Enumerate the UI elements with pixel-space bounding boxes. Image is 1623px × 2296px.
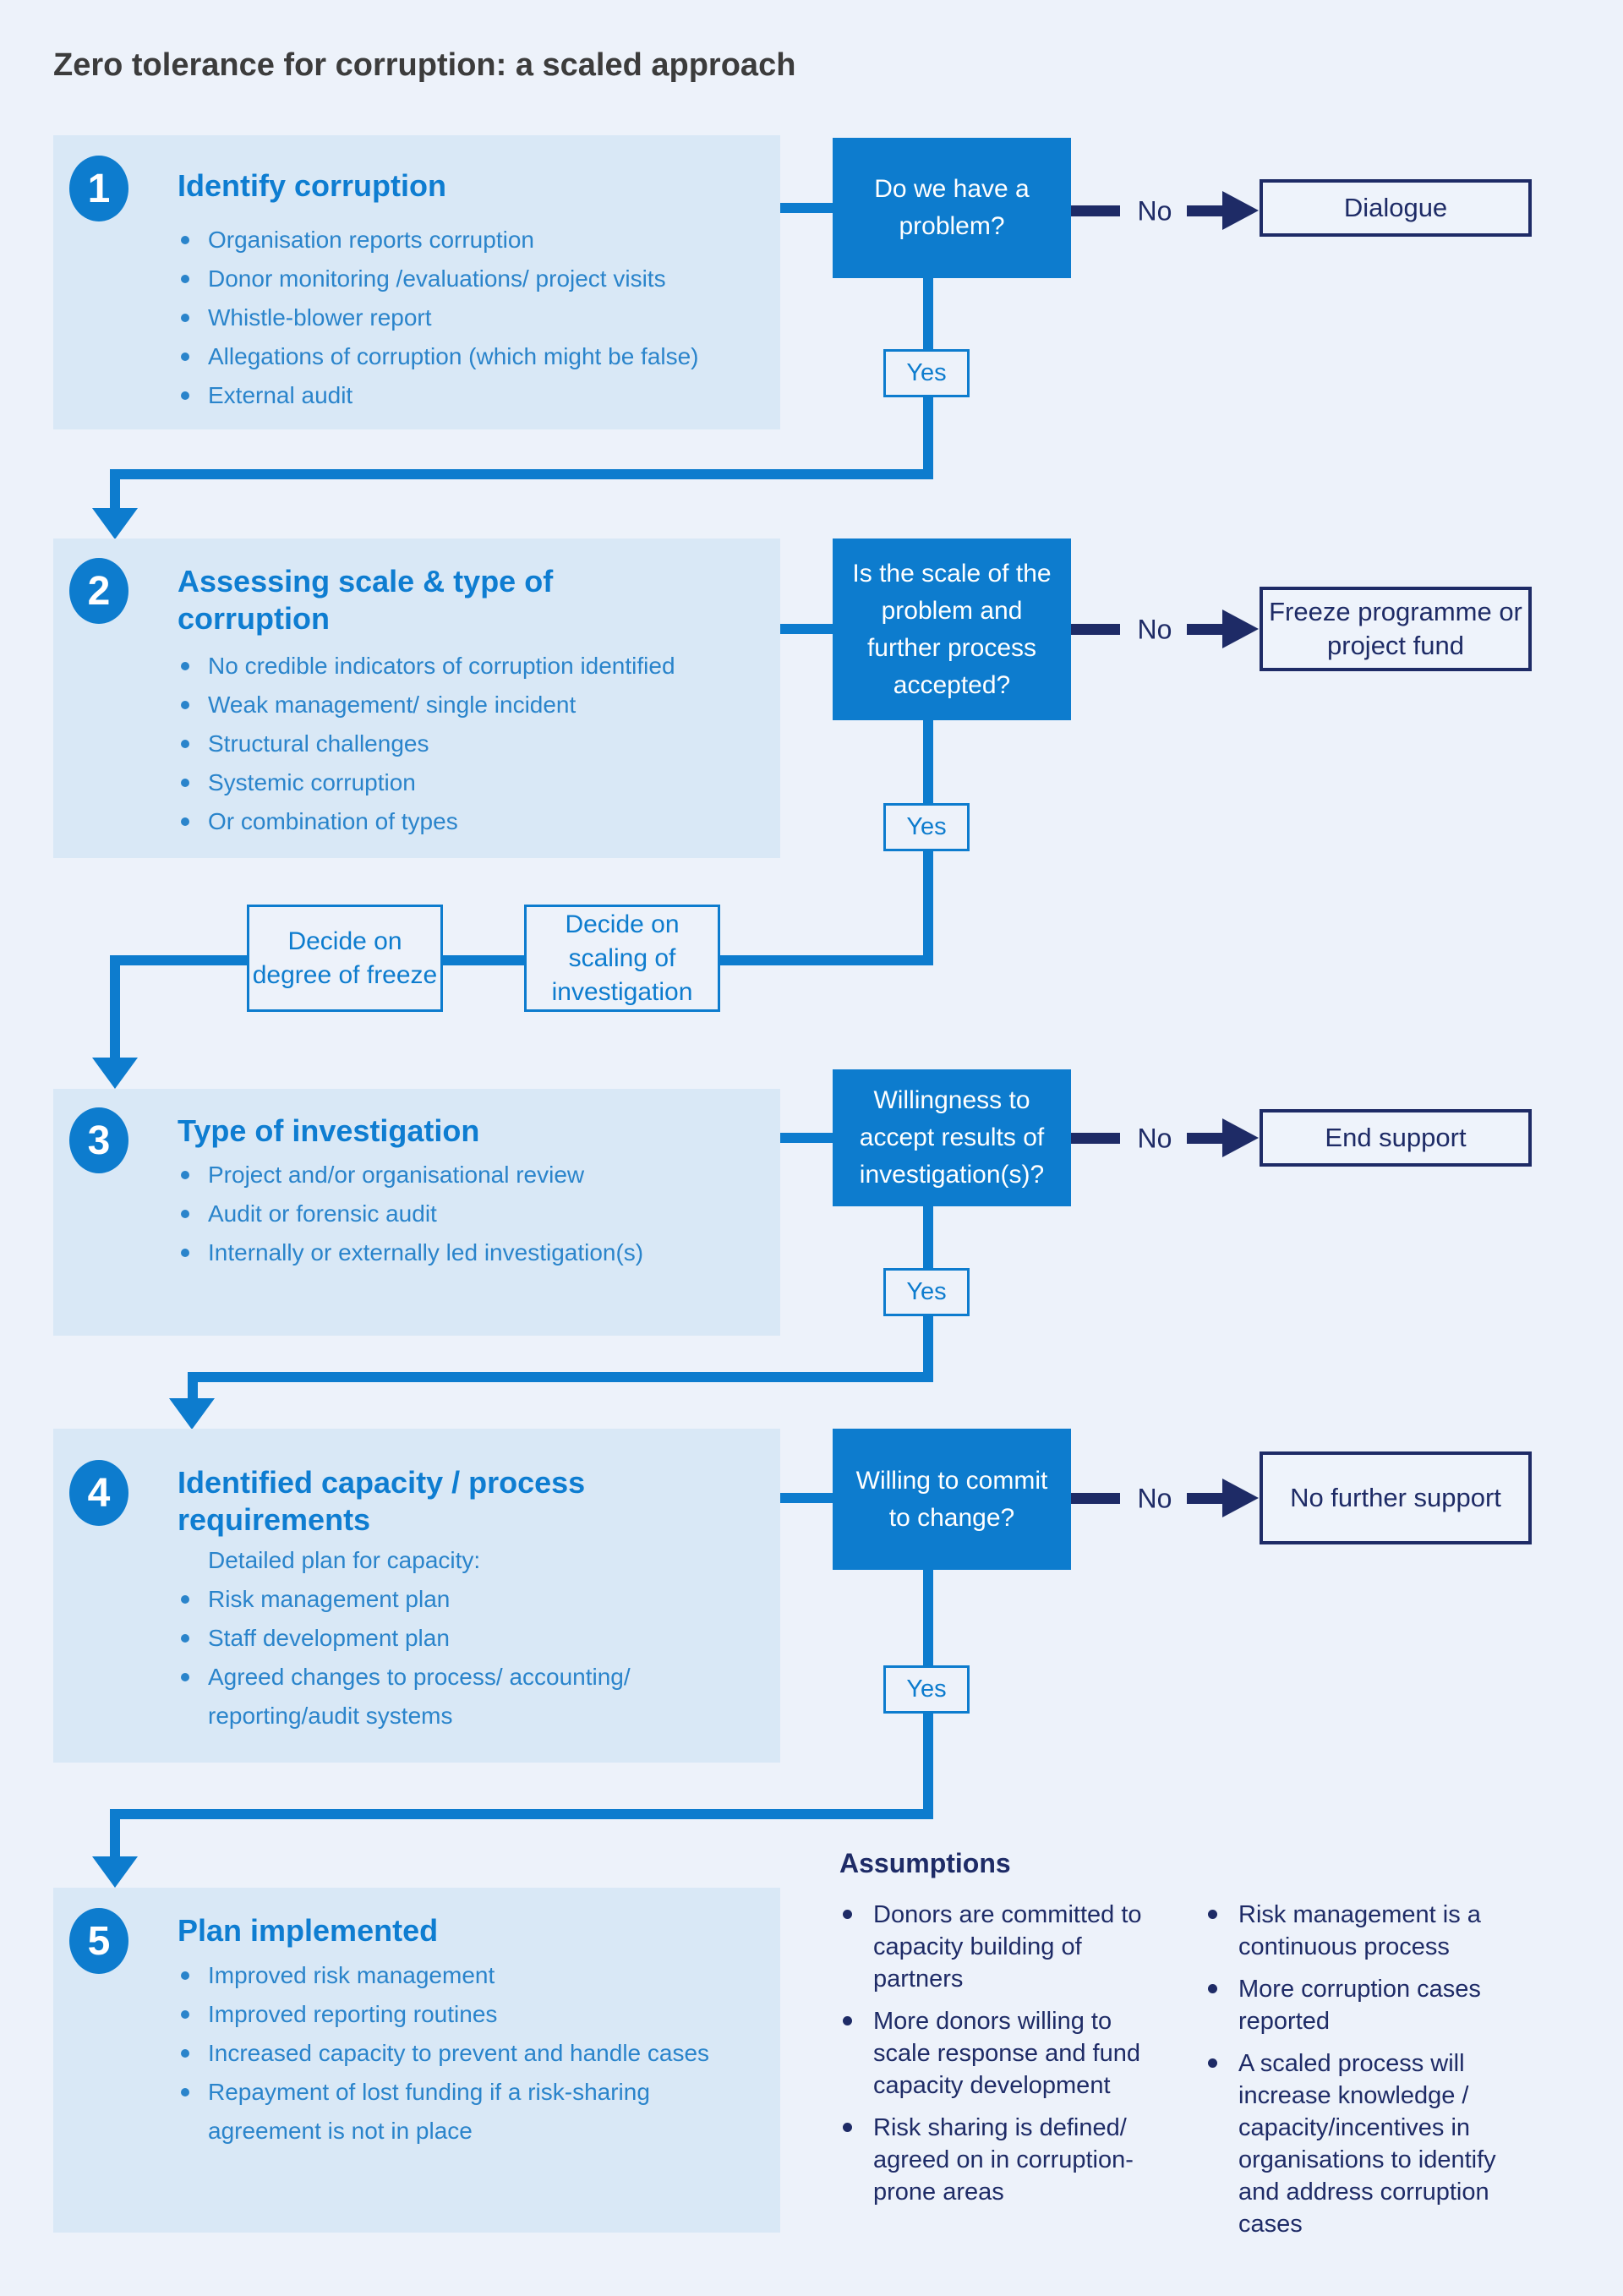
bullet-item: Organisation reports corruption bbox=[179, 221, 764, 260]
step-1-badge: 1 bbox=[69, 156, 128, 221]
bullet-item: Donor monitoring /evaluations/ project v… bbox=[179, 260, 764, 298]
no-arrow-stem-3 bbox=[1187, 1133, 1222, 1144]
result-4-box: No further support bbox=[1260, 1451, 1532, 1544]
bullet-item: Allegations of corruption (which might b… bbox=[179, 337, 764, 376]
arrow-down-icon bbox=[92, 1856, 138, 1888]
step-3-title: Type of investigation bbox=[178, 1113, 480, 1148]
yes-line-4-horizontal bbox=[110, 1809, 933, 1819]
yes-box-4: Yes bbox=[883, 1665, 970, 1714]
bullet-item: Structural challenges bbox=[179, 724, 764, 763]
bullet-item: No credible indicators of corruption ide… bbox=[179, 647, 764, 686]
assumptions-title: Assumptions bbox=[839, 1848, 1011, 1878]
bullet-item: Agreed changes to process/ accounting/ r… bbox=[179, 1658, 754, 1736]
arrow-down-icon bbox=[92, 1058, 138, 1089]
bullet-item: Increased capacity to prevent and handle… bbox=[179, 2034, 729, 2073]
arrow-down-icon bbox=[169, 1398, 215, 1430]
step-5-badge: 5 bbox=[69, 1908, 128, 1974]
yes-line-4-drop bbox=[110, 1809, 120, 1860]
assumption-item: More donors willing to scale response an… bbox=[839, 2005, 1171, 2102]
bullet-item: Whistle-blower report bbox=[179, 298, 764, 337]
step-3-panel bbox=[53, 1089, 780, 1336]
yes-line-3-horizontal bbox=[188, 1372, 933, 1382]
no-arrow-stem-2 bbox=[1187, 624, 1222, 635]
no-arrow-stem-4 bbox=[1187, 1493, 1222, 1504]
connector-step2-to-decision2 bbox=[780, 624, 833, 634]
bullet-item: Risk management plan bbox=[179, 1580, 754, 1619]
decision-4-box: Willing to commit to change? bbox=[833, 1429, 1071, 1570]
decide-scaling-of-investigation-box: Decide on scaling of investigation bbox=[524, 905, 720, 1012]
bullet-item: Internally or externally led investigati… bbox=[179, 1233, 764, 1272]
arrow-right-icon bbox=[1222, 1479, 1259, 1517]
yes-box-2: Yes bbox=[883, 803, 970, 851]
yes-line-2-drop bbox=[110, 955, 120, 1061]
bullet-item: Repayment of lost funding if a risk-shar… bbox=[179, 2073, 729, 2151]
bullet-item: Staff development plan bbox=[179, 1619, 754, 1658]
connector-step1-to-decision1 bbox=[780, 203, 833, 213]
no-label-4: No bbox=[1137, 1483, 1172, 1514]
decision-2-box: Is the scale of the problem and further … bbox=[833, 538, 1071, 720]
step-2-title: Assessing scale & type of corruption bbox=[178, 564, 554, 636]
result-2-box: Freeze programme or project fund bbox=[1260, 587, 1532, 671]
bullet-item: Improved reporting routines bbox=[179, 1995, 729, 2034]
no-line-3 bbox=[1071, 1133, 1120, 1144]
yes-line-1-horizontal bbox=[110, 469, 933, 479]
step-2-badge: 2 bbox=[69, 558, 128, 624]
step-2-panel bbox=[53, 538, 780, 858]
yes-box-3: Yes bbox=[883, 1268, 970, 1316]
bullet-item: External audit bbox=[179, 376, 764, 415]
no-label-1: No bbox=[1137, 195, 1172, 227]
assumptions-column-1: Donors are committed to capacity buildin… bbox=[839, 1899, 1171, 2218]
no-label-3: No bbox=[1137, 1123, 1172, 1154]
bullet-item: Project and/or organisational review bbox=[179, 1156, 764, 1194]
step-2-bullet-list: No credible indicators of corruption ide… bbox=[179, 647, 764, 841]
step-4-title: Identified capacity / process requiremen… bbox=[178, 1465, 586, 1537]
assumption-item: Risk sharing is defined/ agreed on in co… bbox=[839, 2112, 1171, 2208]
bullet-item: Audit or forensic audit bbox=[179, 1194, 764, 1233]
step-4-badge: 4 bbox=[69, 1460, 128, 1526]
step-3-badge: 3 bbox=[69, 1107, 128, 1173]
step-1-bullet-list: Organisation reports corruption Donor mo… bbox=[179, 221, 764, 415]
bullet-item: Or combination of types bbox=[179, 802, 764, 841]
arrow-right-icon bbox=[1222, 1118, 1259, 1157]
step-5-panel bbox=[53, 1888, 780, 2233]
no-arrow-stem-1 bbox=[1187, 205, 1222, 216]
step-3-bullet-list: Project and/or organisational review Aud… bbox=[179, 1156, 764, 1272]
connector-step3-to-decision3 bbox=[780, 1133, 833, 1143]
assumption-item: A scaled process will increase knowledge… bbox=[1205, 2047, 1534, 2240]
no-line-1 bbox=[1071, 205, 1120, 216]
connector-step4-to-decision4 bbox=[780, 1493, 833, 1503]
step-5-title: Plan implemented bbox=[178, 1913, 439, 1948]
yes-line-1-drop bbox=[110, 469, 120, 511]
assumption-item: Donors are committed to capacity buildin… bbox=[839, 1899, 1171, 1995]
bullet-item: Improved risk management bbox=[179, 1956, 729, 1995]
arrow-down-icon bbox=[92, 508, 138, 539]
yes-line-3-drop bbox=[188, 1372, 198, 1402]
step-4-panel bbox=[53, 1429, 780, 1763]
arrow-right-icon bbox=[1222, 610, 1259, 648]
decision-3-box: Willingness to accept results of investi… bbox=[833, 1069, 1071, 1206]
result-1-box: Dialogue bbox=[1260, 179, 1532, 237]
step-5-bullet-list: Improved risk management Improved report… bbox=[179, 1956, 729, 2151]
step-4-bullet-list: Risk management plan Staff development p… bbox=[179, 1580, 754, 1736]
assumption-item: Risk management is a continuous process bbox=[1205, 1899, 1534, 1963]
bullet-item: Weak management/ single incident bbox=[179, 686, 764, 724]
no-line-2 bbox=[1071, 624, 1120, 635]
no-line-4 bbox=[1071, 1493, 1120, 1504]
assumptions-column-2: Risk management is a continuous process … bbox=[1205, 1899, 1534, 2250]
page-title: Zero tolerance for corruption: a scaled … bbox=[53, 47, 796, 83]
result-3-box: End support bbox=[1260, 1109, 1532, 1167]
decide-degree-of-freeze-box: Decide on degree of freeze bbox=[247, 905, 443, 1012]
step-1-panel bbox=[53, 135, 780, 429]
arrow-right-icon bbox=[1222, 191, 1259, 230]
yes-line-2-horizontal bbox=[110, 955, 933, 965]
assumption-item: More corruption cases reported bbox=[1205, 1973, 1534, 2037]
step-1-title: Identify corruption bbox=[178, 168, 446, 203]
bullet-item: Systemic corruption bbox=[179, 763, 764, 802]
decision-1-box: Do we have a problem? bbox=[833, 138, 1071, 278]
step-4-intro: Detailed plan for capacity: bbox=[208, 1547, 481, 1573]
yes-box-1: Yes bbox=[883, 349, 970, 397]
no-label-2: No bbox=[1137, 614, 1172, 645]
